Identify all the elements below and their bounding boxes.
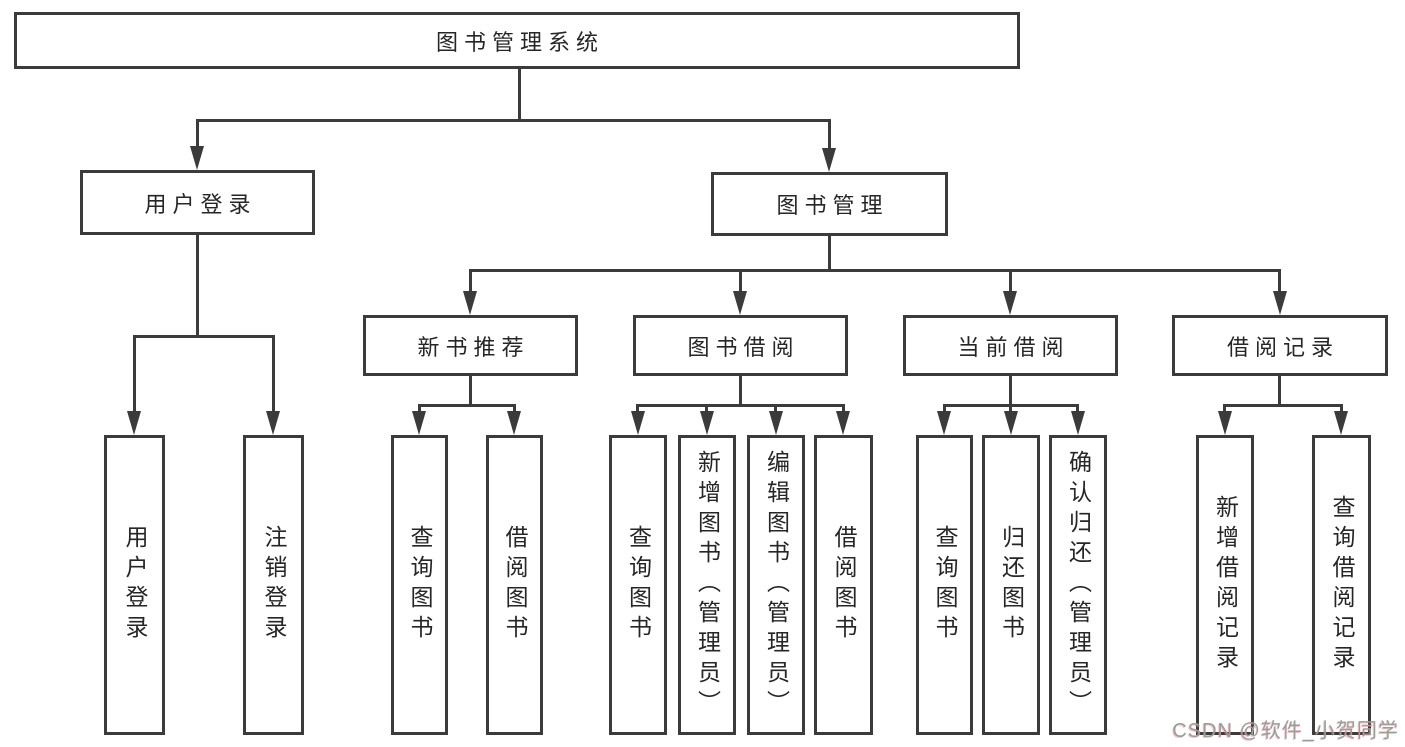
leaf-label: 查询借阅记录 [1329, 495, 1355, 675]
node-book-borrow: 图书借阅 [633, 315, 848, 376]
leaf-label: 查询图书 [625, 525, 652, 645]
csdn-watermark: CSDN @软件_小贺同学 [1172, 720, 1399, 742]
connector-line [828, 119, 831, 151]
leaf-borrow-query-books: 查询图书 [609, 435, 667, 735]
leaf-label: 用户登录 [122, 525, 148, 645]
node-label: 借阅记录 [1226, 334, 1339, 360]
arrow-down-icon [700, 411, 714, 435]
connector-line [196, 119, 199, 149]
leaf-recommend-query-books: 查询图书 [391, 435, 448, 735]
arrow-down-icon [507, 411, 521, 435]
connector-line [739, 375, 742, 406]
connector-user-login-stem [196, 234, 199, 338]
arrow-down-icon [631, 411, 645, 435]
connector-line [1278, 269, 1281, 293]
connector-line [469, 269, 472, 293]
leaf-label: 注销登录 [261, 525, 287, 645]
arrow-down-icon [733, 291, 747, 315]
node-label: 用户登录 [144, 191, 257, 217]
arrow-down-icon [1334, 411, 1348, 435]
arrow-down-icon [1003, 291, 1017, 315]
arrow-down-icon [1071, 411, 1085, 435]
connector-line [1076, 404, 1079, 413]
connector-bar [1223, 404, 1343, 407]
arrow-down-icon [822, 148, 836, 172]
connector-level1-bar [196, 119, 831, 122]
leaf-recommend-borrow-books: 借阅图书 [486, 435, 543, 735]
node-borrow-records: 借阅记录 [1172, 315, 1388, 376]
node-label: 图书借阅 [687, 334, 800, 360]
leaf-records-query-record: 查询借阅记录 [1312, 435, 1371, 735]
connector-line [1340, 404, 1343, 413]
connector-line [133, 335, 136, 413]
leaf-borrow-borrow-books: 借阅图书 [814, 435, 873, 735]
leaf-label: 查询图书 [932, 525, 958, 645]
leaf-borrow-edit-books-admin: 编辑图书（管理员） [747, 435, 805, 735]
node-label: 新书推荐 [417, 334, 530, 360]
arrow-down-icon [1004, 411, 1018, 435]
connector-book-mgmt-stem [828, 235, 831, 271]
leaf-label: 借阅图书 [502, 525, 528, 645]
leaf-logout-login: 注销登录 [243, 435, 304, 735]
arrow-down-icon [266, 411, 280, 435]
node-label: 图书管理系统 [435, 29, 604, 55]
leaf-records-add-record: 新增借阅记录 [1196, 435, 1254, 735]
arrow-down-icon [463, 291, 477, 315]
node-user-login: 用户登录 [80, 170, 315, 235]
connector-level3-bar [469, 269, 1281, 272]
leaf-label: 归还图书 [998, 525, 1025, 645]
connector-line [1223, 404, 1226, 413]
connector-line [705, 404, 708, 413]
connector-line [469, 375, 472, 406]
arrow-down-icon [190, 146, 204, 170]
arrow-down-icon [836, 411, 850, 435]
leaf-label: 新增图书（管理员） [694, 450, 721, 720]
connector-line [842, 404, 845, 413]
connector-line [739, 269, 742, 293]
arrow-down-icon [127, 411, 141, 435]
connector-line [1009, 269, 1012, 293]
connector-user-login-bar [133, 335, 275, 338]
node-library-system: 图书管理系统 [14, 12, 1020, 69]
node-label: 图书管理 [776, 193, 889, 218]
arrow-down-icon [412, 411, 426, 435]
node-book-management: 图书管理 [711, 172, 948, 236]
arrow-down-icon [1218, 411, 1232, 435]
node-current-borrow: 当前借阅 [903, 315, 1118, 376]
connector-line [513, 404, 516, 413]
leaf-label: 新增借阅记录 [1212, 495, 1239, 675]
connector-root-stem [518, 68, 521, 122]
connector-line [1009, 404, 1012, 413]
connector-line [774, 404, 777, 413]
leaf-label: 借阅图书 [831, 525, 857, 645]
connector-line [418, 404, 421, 413]
connector-bar [636, 404, 845, 407]
node-new-book-recommend: 新书推荐 [363, 315, 578, 376]
arrow-down-icon [1273, 291, 1287, 315]
leaf-current-confirm-return-admin: 确认归还（管理员） [1049, 435, 1107, 735]
leaf-label: 查询图书 [407, 525, 433, 645]
connector-line [943, 404, 946, 413]
connector-bar [418, 404, 516, 407]
arrow-down-icon [769, 411, 783, 435]
leaf-current-return-books: 归还图书 [982, 435, 1040, 735]
connector-line [636, 404, 639, 413]
leaf-label: 确认归还（管理员） [1065, 450, 1092, 720]
leaf-current-query-books: 查询图书 [916, 435, 973, 735]
connector-line [272, 335, 275, 413]
arrow-down-icon [937, 411, 951, 435]
leaf-user-login: 用户登录 [104, 435, 165, 735]
connector-line [1278, 375, 1281, 406]
node-label: 当前借阅 [957, 334, 1070, 360]
leaf-label: 编辑图书（管理员） [763, 450, 790, 720]
connector-line [1009, 375, 1012, 406]
leaf-borrow-add-books-admin: 新增图书（管理员） [678, 435, 736, 735]
